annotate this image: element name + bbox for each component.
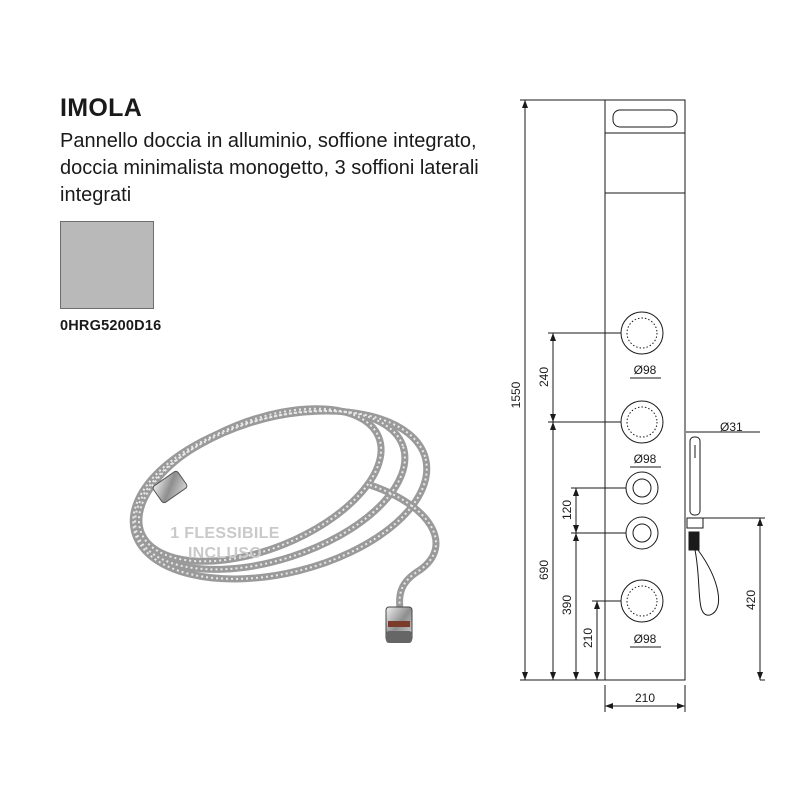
dim-lower-jet: 210 bbox=[581, 628, 595, 648]
dim-jet-spacing: 240 bbox=[537, 367, 551, 387]
dim-control-spacing: 120 bbox=[560, 500, 574, 520]
dim-lower-control: 390 bbox=[560, 595, 574, 615]
dim-lower-block: 690 bbox=[537, 560, 551, 580]
product-description: Pannello doccia in alluminio, soffione i… bbox=[60, 130, 479, 206]
hand-shower-icon bbox=[686, 436, 720, 616]
dim-panel-width: 210 bbox=[635, 691, 655, 705]
dim-hand-shower-diameter: Ø31 bbox=[720, 420, 743, 434]
side-jet-icon bbox=[620, 311, 664, 355]
technical-drawing: 1550 240 690 120 390 210 420 210 Ø98 Ø98… bbox=[509, 99, 765, 712]
finish-color-swatch bbox=[60, 221, 154, 309]
dim-jet-diameter: Ø98 bbox=[634, 363, 657, 377]
dim-jet-diameter: Ø98 bbox=[634, 452, 657, 466]
side-jet-icon bbox=[620, 400, 664, 444]
dim-total-height: 1550 bbox=[509, 381, 523, 408]
hose-connector-icon bbox=[152, 470, 413, 643]
hose-label-line2: INCLUSO bbox=[187, 545, 263, 562]
flexible-hose-image bbox=[129, 405, 440, 643]
dim-jet-diameter: Ø98 bbox=[634, 632, 657, 646]
panel-outline bbox=[604, 99, 686, 681]
dim-hand-shower-height: 420 bbox=[744, 590, 758, 610]
side-jet-icon bbox=[620, 579, 664, 623]
control-knob-icon bbox=[625, 471, 659, 505]
hose-label-line1: 1 FLESSIBILE bbox=[170, 525, 280, 542]
hose-included-label: 1 FLESSIBILE INCLUSO bbox=[150, 524, 300, 564]
product-code: 0HRG5200D16 bbox=[60, 318, 162, 334]
control-knob-icon bbox=[625, 516, 659, 550]
product-title: IMOLA bbox=[60, 94, 143, 122]
